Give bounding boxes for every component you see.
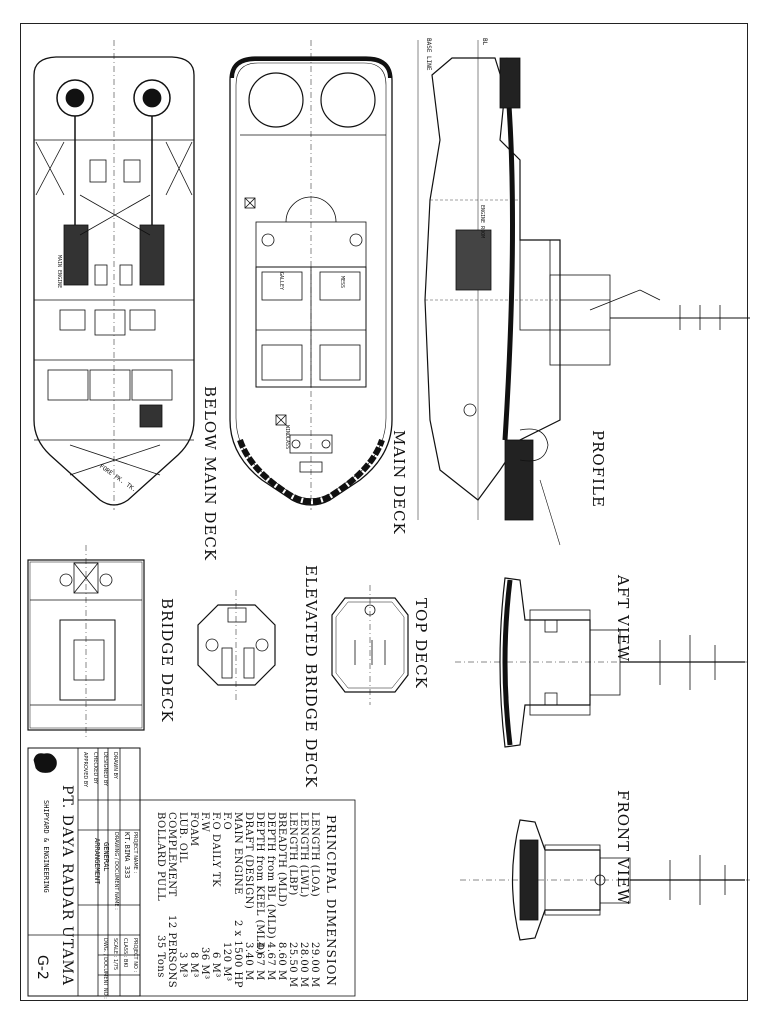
dim-row: F.O bbox=[221, 812, 232, 831]
project-name: KT.BIMA 333 bbox=[123, 832, 131, 879]
drawing-name-2: ARRANGEMENT bbox=[93, 838, 101, 885]
dim-value: 4.67 M bbox=[254, 942, 265, 981]
dim-value: 3 M³ bbox=[177, 952, 188, 978]
drawing-name-1: GENERAL bbox=[102, 842, 110, 872]
dim-row: DRAFT (DESIGN) bbox=[243, 812, 254, 910]
dim-value: 2 x 1500 HP bbox=[232, 920, 243, 988]
class-label: CLASS : BKI bbox=[122, 938, 128, 968]
engine-room-label: ENGINE ROOM bbox=[479, 205, 485, 239]
main-engine-label: MAIN ENGINE bbox=[56, 255, 62, 289]
dim-row: BOLLARD PULL bbox=[155, 812, 166, 902]
sheet-border bbox=[20, 23, 748, 1001]
dwg-no-label: DWG. / DOCUMENT NO : bbox=[102, 938, 108, 999]
company-name: PT. DAYA RADAR UTAMA bbox=[59, 785, 75, 986]
dim-value: 120 M³ bbox=[221, 942, 232, 982]
dim-row: LENGTH (LWL) bbox=[298, 812, 309, 898]
dim-row: LUB. OIL bbox=[177, 812, 188, 864]
dim-value: 3.40 M bbox=[243, 942, 254, 981]
galley-label: GALLEY bbox=[278, 272, 284, 291]
dim-row: F.O DAILY TK bbox=[210, 812, 221, 888]
main-deck-plan bbox=[229, 40, 393, 510]
dim-value: 8 M³ bbox=[188, 952, 199, 978]
elevated-bridge-deck-plan bbox=[197, 590, 276, 700]
aft-view bbox=[455, 577, 750, 748]
approved-by: APPROVED BY bbox=[82, 752, 88, 788]
dim-value: 6 M³ bbox=[210, 952, 221, 978]
dim-row: LENGTH (LOA) bbox=[309, 812, 320, 898]
front-view-title: FRONT VIEW bbox=[614, 790, 632, 906]
dim-value: 28.00 M bbox=[298, 942, 309, 988]
dim-row: DEPTH from KEEL (MLD) bbox=[254, 812, 265, 955]
mess-label: MESS bbox=[339, 276, 345, 289]
dim-row: DEPTH from BL (MLD) bbox=[265, 812, 276, 940]
dim-value: 36 M³ bbox=[199, 947, 210, 980]
checked-by: CHECKED BY bbox=[92, 752, 98, 784]
windlass-label: WINDLASS bbox=[284, 425, 290, 450]
dim-value: 8.60 M bbox=[276, 942, 287, 981]
dim-row: LENGTH (LBP) bbox=[287, 812, 298, 896]
bridge-deck-plan bbox=[27, 545, 145, 740]
dim-value: 4.67 M bbox=[265, 942, 276, 981]
below-main-deck-title: BELOW MAIN DECK bbox=[201, 386, 219, 562]
top-deck-plan bbox=[331, 585, 409, 705]
title-block bbox=[27, 747, 356, 997]
dim-value: 25.50 M bbox=[287, 942, 298, 988]
dim-row: FOAM bbox=[188, 812, 199, 847]
dim-row: BREADTH (MLD) bbox=[276, 812, 287, 908]
profile-title: PROFILE bbox=[589, 430, 607, 508]
project-no-label: PROJECT NO : bbox=[132, 938, 138, 973]
elevated-bridge-deck-title: ELEVATED BRIDGE DECK bbox=[302, 565, 320, 789]
drawn-by: DRAWN BY bbox=[112, 752, 118, 779]
designed-by: DESIGNED BY bbox=[102, 752, 108, 787]
dim-value: 29.00 M bbox=[309, 942, 320, 988]
dim-value: 12 PERSONS bbox=[166, 915, 177, 989]
dim-row: MAIN ENGINE bbox=[232, 812, 243, 895]
profile-view bbox=[417, 40, 750, 546]
drawing-number: G-2 bbox=[34, 955, 50, 980]
principal-dimension-title: PRINCIPAL DIMENSION bbox=[324, 815, 338, 987]
aft-view-title: AFT VIEW bbox=[614, 575, 632, 663]
company-subtitle: SHIPYARD & ENGINEERING bbox=[42, 800, 50, 893]
front-view bbox=[460, 819, 750, 941]
dim-row: COMPLEMENT bbox=[166, 812, 177, 897]
bl-label-top: BL bbox=[481, 38, 488, 46]
scale-label: SCALE : 1/75 bbox=[112, 938, 118, 971]
base-line-label: BASE LINE bbox=[425, 38, 432, 71]
top-deck-title: TOP DECK bbox=[412, 598, 430, 689]
dim-value: 35 Tons bbox=[155, 935, 166, 978]
drawing-name-label: DRAWING / DOCUMENT NAME : bbox=[113, 832, 119, 910]
dim-row: F.W bbox=[199, 812, 210, 833]
main-deck-title: MAIN DECK bbox=[390, 430, 408, 535]
project-name-label: PROJECT NAME : bbox=[132, 832, 138, 874]
below-main-deck-plan bbox=[33, 40, 195, 510]
bridge-deck-title: BRIDGE DECK bbox=[158, 598, 176, 723]
